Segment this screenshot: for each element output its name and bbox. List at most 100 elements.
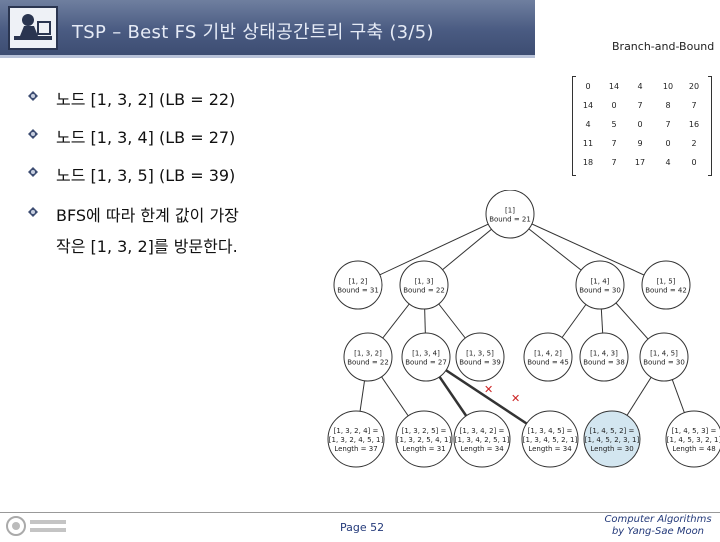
credit-line-1: Computer Algorithms (604, 514, 712, 525)
tree-node-level2: [1, 4, 5]Bound = 30 (639, 332, 689, 382)
node-label: Bound = 30 (579, 287, 621, 295)
node-label: Length = 34 (460, 445, 504, 453)
node-label: [1, 3, 4, 5] = (528, 427, 573, 435)
matrix-cell: 0 (637, 120, 643, 129)
node-label: [1, 3] (415, 278, 434, 286)
tree-node-level2: [1, 3, 5]Bound = 39 (455, 332, 505, 382)
tree-node-leaf: [1, 3, 2, 5] =[1, 3, 2, 5, 4, 1]Length =… (395, 410, 453, 468)
node-circle (395, 410, 453, 468)
tree-edges (355, 213, 695, 441)
bullet-text-continued: 작은 [1, 3, 2]를 방문한다. (56, 237, 238, 256)
node-circle (327, 410, 385, 468)
page-title: TSP – Best FS 기반 상태공간트리 구축 (3/5) (72, 22, 434, 43)
bullet-icon (28, 207, 38, 217)
matrix-cell: 11 (582, 139, 594, 148)
tree-node-leaf: [1, 3, 2, 4] =[1, 3, 2, 4, 5, 1]Length =… (327, 410, 385, 468)
node-circle (401, 332, 451, 382)
tree-node-level2: [1, 4, 2]Bound = 45 (523, 332, 573, 382)
footer-credit: Computer Algorithms by Yang-Sae Moon (596, 514, 720, 538)
node-label: Bound = 42 (645, 287, 687, 295)
node-label: Length = 48 (672, 445, 715, 453)
matrix-bracket-right (708, 76, 712, 176)
matrix-cell: 7 (611, 158, 617, 167)
node-circle (639, 332, 689, 382)
matrix-cell: 4 (585, 120, 591, 129)
node-label: Length = 37 (334, 445, 377, 453)
node-circle (665, 410, 720, 468)
tree-node-level2: [1, 3, 2]Bound = 22 (343, 332, 393, 382)
tree-node-level1: [1, 5]Bound = 42 (641, 260, 691, 310)
tree-edge (357, 213, 511, 286)
matrix-cell: 0 (691, 158, 697, 167)
matrix-cell: 17 (634, 158, 646, 167)
matrix-cell: 18 (582, 158, 594, 167)
node-circle (455, 332, 505, 382)
node-label: [1, 3, 2] (354, 350, 382, 358)
tree-node-leaf: [1, 3, 4, 2] =[1, 3, 4, 2, 5, 1]Length =… (453, 410, 511, 468)
node-label: [1, 4, 5] (650, 350, 678, 358)
matrix-cell: 7 (637, 101, 643, 110)
matrix-cell: 7 (691, 101, 697, 110)
node-label: Length = 34 (528, 445, 572, 453)
node-circle (485, 190, 535, 239)
node-label: [1, 4, 2] (534, 350, 562, 358)
tree-edge (509, 213, 667, 286)
pruned-mark-icon: ✕ (511, 392, 520, 405)
node-circle (399, 260, 449, 310)
node-circle (521, 410, 579, 468)
page-number: Page 52 (340, 521, 385, 534)
node-label: Bound = 31 (337, 287, 379, 295)
matrix-cell: 14 (608, 82, 620, 91)
node-label: Length = 30 (590, 445, 633, 453)
node-circle (579, 332, 629, 382)
node-label: [1, 4, 3] (590, 350, 618, 358)
node-label: [1, 3, 4, 2] = (460, 427, 505, 435)
bullet-text: 노드 [1, 3, 5] (LB = 39) (56, 166, 236, 185)
node-circle (343, 332, 393, 382)
node-label: [1, 3, 2, 4] = (334, 427, 379, 435)
pruned-mark-icon: ✕ (484, 383, 493, 396)
university-logo-icon (4, 514, 72, 538)
matrix-cell: 20 (688, 82, 700, 91)
node-label: [1, 4, 5, 3] = (672, 427, 717, 435)
node-label: Bound = 39 (459, 359, 501, 367)
tree-node-root: [1]Bound = 21 (485, 190, 535, 239)
node-circle (453, 410, 511, 468)
node-label: [1, 5] (657, 278, 676, 286)
credit-line-2: by Yang-Sae Moon (611, 526, 705, 537)
node-label: Bound = 30 (643, 359, 685, 367)
bullet-icon (28, 91, 38, 101)
tree-node-leaf: [1, 4, 5, 2] =[1, 4, 5, 2, 3, 1]Length =… (583, 410, 641, 468)
tree-node-leaf: [1, 3, 4, 5] =[1, 3, 4, 5, 2, 1]Length =… (521, 410, 579, 468)
footer-divider (0, 512, 720, 513)
bullet-icon (28, 167, 38, 177)
node-label: Length = 31 (402, 445, 445, 453)
state-space-tree: ✕ ✕ [1]Bound = 21 [1, 2]Bound = 31 [1, 3] Bou… (327, 190, 720, 468)
matrix-cell: 0 (585, 82, 591, 91)
node-label: [1, 2] (349, 278, 368, 286)
node-label: [1, 3, 5] (466, 350, 494, 358)
node-label: [1, 3, 4] (412, 350, 440, 358)
node-circle (333, 260, 383, 310)
node-label: Bound = 22 (347, 359, 389, 367)
matrix-cell: 10 (662, 82, 674, 91)
matrix-cell: 14 (582, 101, 594, 110)
node-label: Bound = 27 (405, 359, 447, 367)
matrix-cell: 0 (611, 101, 617, 110)
node-label: [1, 3, 2, 5, 4, 1] (397, 436, 452, 444)
matrix-bracket-left (572, 76, 576, 176)
node-label: [1, 3, 2, 5] = (402, 427, 447, 435)
bullet-icon (28, 129, 38, 139)
node-label: [1, 4, 5, 2, 3, 1] (585, 436, 640, 444)
node-circle (641, 260, 691, 310)
node-label: [1, 3, 4, 2, 5, 1] (455, 436, 510, 444)
node-label: [1, 4, 5, 2] = (590, 427, 635, 435)
node-label: [1, 3, 2, 4, 5, 1] (329, 436, 384, 444)
matrix-cell: 0 (665, 139, 671, 148)
node-label: [1, 4] (591, 278, 610, 286)
tree-node-level1: [1, 2]Bound = 31 (333, 260, 383, 310)
matrix-cell: 7 (665, 120, 671, 129)
bullet-text: 노드 [1, 3, 2] (LB = 22) (56, 90, 236, 109)
bullet-text: BFS에 따라 한계 값이 가장 (56, 206, 239, 225)
